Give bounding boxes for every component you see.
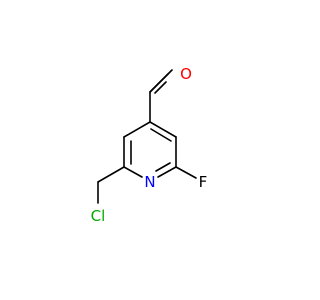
bond-ring-c2-n — [123, 166, 143, 178]
bond-ring-c4-c5 — [149, 121, 177, 138]
atom-oxygen-label: O — [180, 65, 192, 83]
bond-c6-f — [175, 166, 197, 179]
bond-ring-c6-n-inner — [155, 162, 171, 172]
bond-ring-c4-c3 — [123, 121, 151, 138]
molecule-structure-diagram: O N F Cl — [91, 65, 208, 225]
bond-c2-ch2 — [97, 166, 125, 183]
bond-aldehyde-c-o-double-2 — [149, 69, 173, 93]
bond-ring-c4-c5-inner — [150, 128, 172, 142]
bond-aldehyde-c-o-double-1 — [154, 81, 167, 94]
atom-nitrogen-label: N — [144, 173, 155, 191]
atom-fluorine-label: F — [199, 173, 208, 191]
atom-chlorine-label: Cl — [91, 207, 106, 225]
bond-ring-c6-n — [157, 166, 177, 178]
